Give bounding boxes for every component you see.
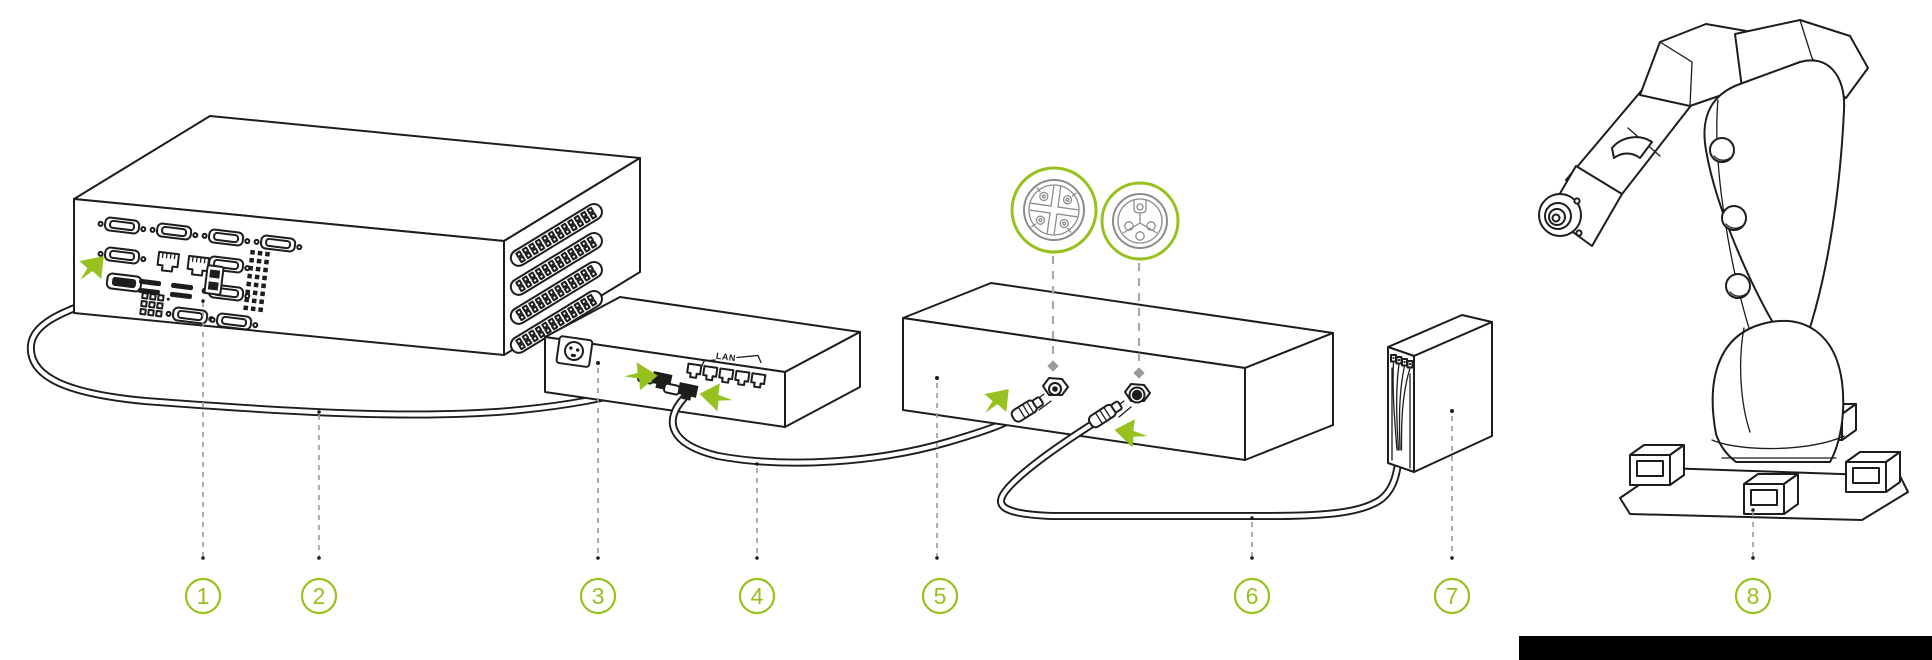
marker-7-label: 7 <box>1446 583 1459 609</box>
lan-text: LAN <box>715 351 736 364</box>
dip-switch-grid <box>139 292 170 318</box>
closeup-leader-right <box>1133 263 1145 379</box>
numbered-markers: 1 2 3 4 5 6 7 8 <box>184 577 1772 615</box>
arm-holes <box>1709 137 1751 299</box>
switch-plug-2 <box>663 382 699 401</box>
marker-8-label: 8 <box>1747 583 1760 609</box>
marker-4: 4 <box>738 577 776 615</box>
lan-ports <box>686 362 767 389</box>
controller-to-module-cable <box>997 419 1403 520</box>
m12-port-right <box>1087 383 1151 429</box>
terminal-wires <box>1392 361 1411 451</box>
marker-5-label: 5 <box>934 583 947 609</box>
marker-3: 3 <box>579 577 617 615</box>
marker-leader-lines <box>201 299 1755 560</box>
terminal-block-icon <box>1390 354 1414 369</box>
industrial-pc-illustration <box>73 115 641 356</box>
arrow-icon <box>624 362 658 391</box>
m12-power-connector-closeup <box>1100 181 1180 261</box>
closeup-leader-left <box>1047 256 1059 372</box>
marker-7: 7 <box>1433 577 1471 615</box>
arrow-icon <box>699 383 733 412</box>
lan-label: LAN <box>700 351 762 369</box>
m12-x-coded-connector-closeup <box>1010 166 1098 254</box>
m12-port-left <box>1010 377 1069 423</box>
controller-box-illustration <box>902 282 1334 461</box>
arrow-icon <box>984 389 1009 413</box>
ethernet-port-icon <box>156 250 211 277</box>
plugged-serial-connector <box>105 272 143 293</box>
marker-1-label: 1 <box>197 583 210 609</box>
tool-flange-icon <box>1538 193 1583 237</box>
marker-1: 1 <box>184 577 222 615</box>
marker-6-label: 6 <box>1246 583 1259 609</box>
pc-to-switch-cable <box>26 289 646 419</box>
robot-arm-illustration <box>1538 19 1909 521</box>
power-inlet-icon <box>555 335 594 368</box>
pin-field-grid <box>243 249 270 313</box>
usb-ports-icon <box>137 264 225 300</box>
arrow-icon <box>79 256 104 280</box>
marker-2: 2 <box>300 577 338 615</box>
marker-2-label: 2 <box>313 583 326 609</box>
marker-5: 5 <box>921 577 959 615</box>
marker-4-label: 4 <box>751 583 764 609</box>
marker-3-label: 3 <box>592 583 605 609</box>
marker-8: 8 <box>1734 577 1772 615</box>
arrow-icon <box>1114 419 1148 448</box>
ethernet-switch-illustration: LAN <box>544 296 861 428</box>
marker-6: 6 <box>1233 577 1271 615</box>
terminal-module-illustration <box>1387 314 1493 473</box>
switch-to-controller-cable <box>668 394 1022 467</box>
pin-header-slots <box>509 202 603 354</box>
black-corner-bar <box>1519 636 1932 660</box>
